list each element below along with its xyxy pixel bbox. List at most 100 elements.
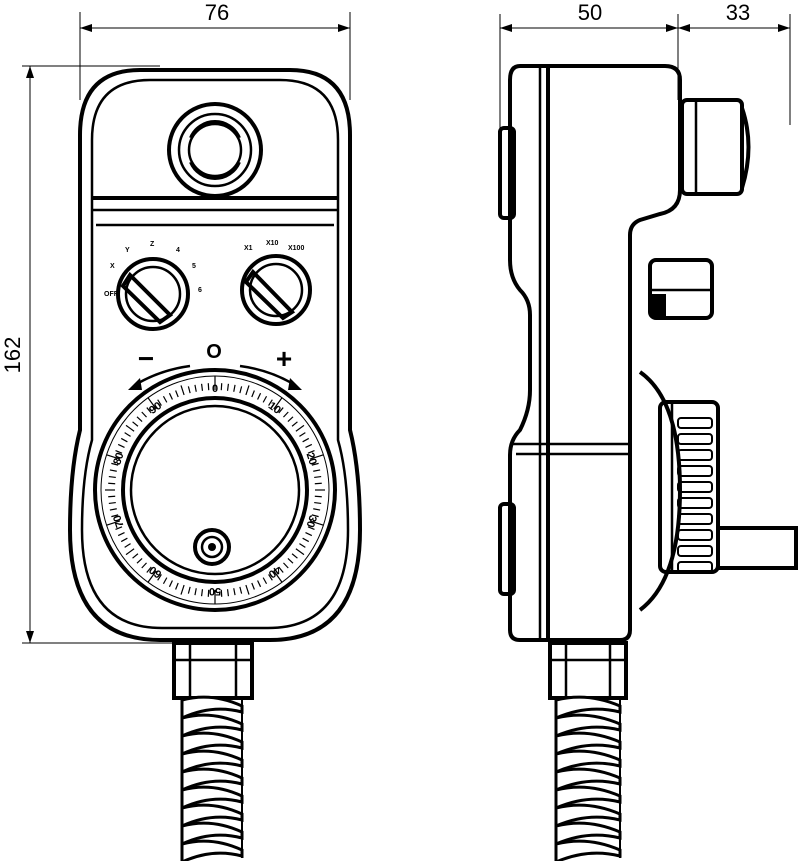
multiplier-knob-label: X1 <box>244 245 253 252</box>
dimension-width-front: 76 <box>79 0 351 100</box>
handwheel-tick <box>117 443 125 448</box>
handwheel-tick <box>309 520 324 526</box>
handwheel-number: 30 <box>303 514 318 529</box>
handwheel-tick <box>245 385 250 396</box>
side-cable-spring <box>554 695 622 861</box>
grip-ridge <box>677 433 713 445</box>
handwheel-tick <box>109 508 117 511</box>
handwheel-tick <box>109 469 117 472</box>
handwheel-tick <box>239 386 243 394</box>
handwheel-tick <box>141 411 147 418</box>
side-handwheel-grip <box>677 417 713 573</box>
front-cable-spring <box>180 695 244 861</box>
handwheel-number: 60 <box>147 563 164 580</box>
spring-coil <box>180 839 244 861</box>
grip-ridge <box>677 561 713 573</box>
handwheel-tick <box>287 416 294 422</box>
axis-knob-label: 4 <box>176 247 180 254</box>
handwheel-tick <box>168 580 173 588</box>
handwheel-tick <box>226 589 230 597</box>
dimension-depth-side: 50 33 <box>499 0 791 130</box>
handwheel-tick <box>147 397 157 410</box>
handwheel-tick <box>120 437 128 443</box>
handwheel-tick <box>233 588 236 596</box>
handwheel-tick <box>278 407 284 414</box>
handwheel-tick <box>146 566 152 573</box>
handwheel-tick <box>302 537 310 543</box>
handwheel-tick <box>136 558 143 564</box>
handwheel-tick <box>108 475 116 479</box>
handwheel-number: 0 <box>212 383 218 395</box>
axis-knob-label: 5 <box>192 263 196 270</box>
axis-select-knob: X Y Z 4 5 6 OFF <box>104 241 202 331</box>
zero-symbol: O <box>206 341 222 363</box>
spring-coil <box>554 839 622 861</box>
handwheel-tick <box>115 450 123 454</box>
handwheel-tick <box>141 562 147 569</box>
handwheel-tick <box>115 526 123 530</box>
multiplier-knob-label: X100 <box>288 245 304 252</box>
handwheel-tick <box>200 589 204 597</box>
dimension-label-protrusion: 33 <box>726 0 750 25</box>
handwheel-tick <box>295 424 305 432</box>
handwheel-tick <box>257 392 262 400</box>
handwheel-tick <box>299 543 306 548</box>
handwheel-tick <box>305 443 313 448</box>
handwheel-tick-ring <box>105 376 325 604</box>
handwheel-tick <box>175 582 179 590</box>
handwheel-tick <box>180 584 185 595</box>
handwheel-tick <box>295 548 305 556</box>
handwheel-tick <box>125 548 135 556</box>
side-knob <box>648 258 714 320</box>
axis-knob-label: X <box>110 263 115 270</box>
handwheel-tick <box>125 424 135 432</box>
side-lower-bumper <box>498 502 516 596</box>
plus-symbol: + <box>276 343 292 374</box>
handwheel-tick <box>168 392 173 400</box>
handwheel-number: 40 <box>266 563 283 580</box>
handwheel-tick <box>251 582 255 590</box>
handwheel-number: 80 <box>111 451 126 466</box>
handwheel-tick <box>309 454 324 460</box>
handwheel-tick <box>194 588 197 596</box>
multiplier-select-knob: X1 X10 X100 <box>240 240 312 326</box>
handwheel-tick <box>262 577 268 585</box>
handwheel-number: 90 <box>147 400 164 417</box>
handwheel-tick <box>157 399 162 406</box>
handwheel-tick <box>162 577 168 585</box>
handwheel-tick <box>187 386 191 394</box>
front-cable-gland <box>172 641 254 700</box>
handwheel-tick <box>291 421 298 427</box>
handwheel-tick <box>187 586 191 594</box>
handwheel-number: 70 <box>111 514 126 529</box>
handwheel-tick <box>233 384 236 392</box>
handwheel-tick <box>302 437 310 443</box>
handwheel-tick <box>299 432 306 437</box>
handwheel-tick <box>157 574 162 581</box>
dimension-label-width: 76 <box>205 0 229 25</box>
handwheel-tick <box>307 526 315 530</box>
handwheel-tick <box>291 553 298 559</box>
dimension-height-front: 162 <box>0 65 190 644</box>
side-upper-bumper <box>498 126 516 220</box>
handwheel-tick <box>283 562 289 569</box>
axis-knob-label: 6 <box>198 287 202 294</box>
handwheel-tick <box>268 574 273 581</box>
multiplier-knob-label: X10 <box>266 240 279 247</box>
handwheel-tick <box>200 383 204 391</box>
grip-ridge <box>677 417 713 429</box>
side-emergency-stop <box>680 98 751 196</box>
handwheel-number: 50 <box>209 585 221 597</box>
axis-knob-label: Z <box>150 241 155 248</box>
handwheel-tick <box>314 501 322 505</box>
handwheel-tick <box>226 383 230 391</box>
handwheel-tick <box>245 584 250 595</box>
emergency-stop-button <box>167 102 263 198</box>
handwheel-tick <box>314 475 322 479</box>
handwheel-tick <box>273 397 283 410</box>
handwheel-tick <box>251 390 255 398</box>
direction-indicators: − O + <box>128 341 302 390</box>
handwheel-tick <box>311 462 319 466</box>
